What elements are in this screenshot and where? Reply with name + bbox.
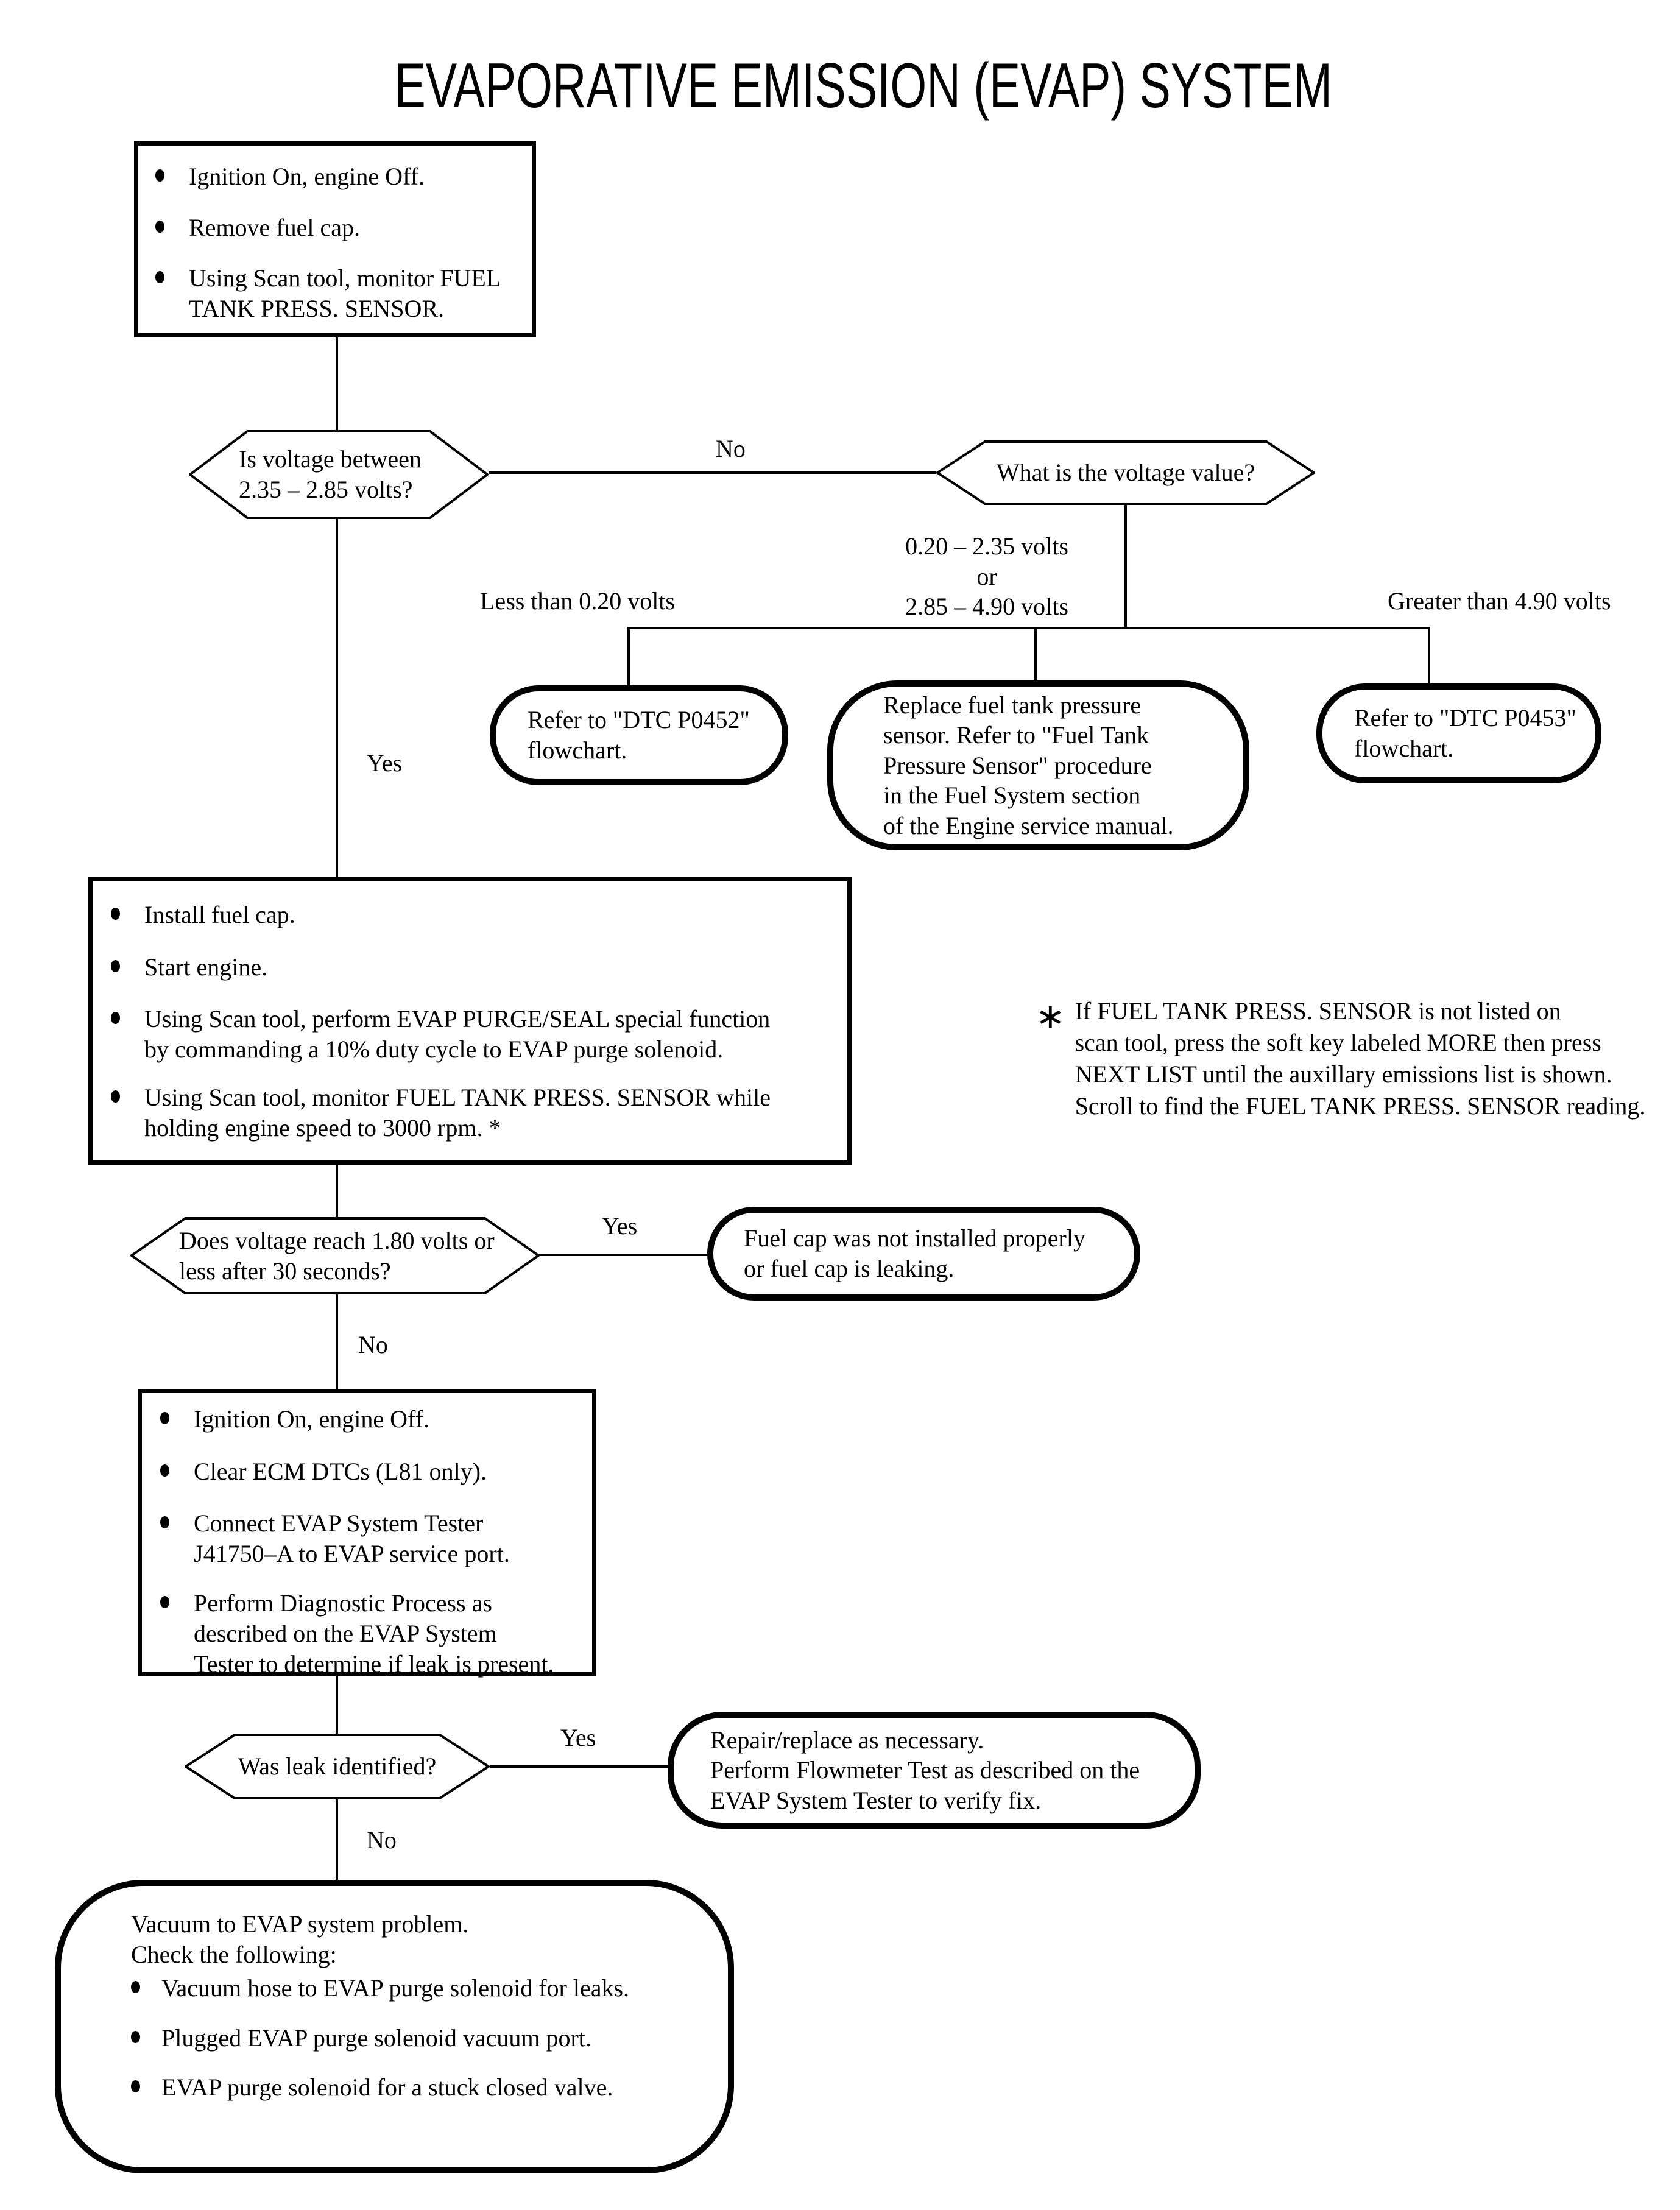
decision-voltage-range: Is voltage between 2.35 – 2.85 volts? [189, 430, 489, 519]
footnote-text: If FUEL TANK PRESS. SENSOR is not listed… [1075, 997, 1646, 1120]
bullet-item: Using Scan tool, monitor FUEL TANK PRESS… [155, 263, 523, 323]
bullet-item: Vacuum hose to EVAP purge solenoid for l… [131, 1973, 716, 2003]
connector-step1-to-voltage-range [336, 337, 338, 430]
terminal-fuel-cap-leak: Fuel cap was not installed properly or f… [707, 1207, 1140, 1301]
terminal-vacuum-problem: Vacuum to EVAP system problem. Check the… [55, 1880, 734, 2173]
step-text: Ignition On, engine Off. [189, 163, 425, 190]
bullet-icon [111, 1090, 120, 1103]
decision-label: Does voltage reach 1.80 volts or less af… [179, 1226, 495, 1285]
edge-label-no-2: No [358, 1331, 388, 1358]
bullet-item: Perform Diagnostic Process as described … [160, 1588, 586, 1679]
process-box-purge-seal-test: Install fuel cap. Start engine. Using Sc… [88, 877, 852, 1165]
hexagon-shape [185, 1734, 490, 1799]
decision-voltage-reach: Does voltage reach 1.80 volts or less af… [130, 1217, 540, 1294]
connector-no-to-voltage-value [489, 471, 936, 474]
decision-label: Was leak identified? [238, 1753, 437, 1781]
decision-leak-identified: Was leak identified? [185, 1734, 490, 1799]
bullet-item: Start engine. [111, 952, 841, 983]
step-text: Connect EVAP System Tester J41750–A to E… [194, 1509, 510, 1567]
hexagon-shape [936, 440, 1315, 505]
bullet-item: Using Scan tool, perform EVAP PURGE/SEAL… [111, 1004, 841, 1064]
step-text: Using Scan tool, monitor FUEL TANK PRESS… [144, 1084, 771, 1142]
bullet-item: Remove fuel cap. [155, 213, 523, 243]
bullet-item: EVAP purge solenoid for a stuck closed v… [131, 2072, 716, 2103]
connector-branch-greater-than [1428, 627, 1430, 685]
bullet-icon [155, 220, 164, 233]
bullet-icon [131, 2080, 140, 2093]
connector-branch-less-than [627, 627, 630, 687]
bullet-icon [160, 1516, 169, 1529]
bullet-icon [160, 1464, 169, 1477]
edge-label-no-1: No [716, 435, 746, 462]
step-text: Install fuel cap. [144, 901, 295, 928]
step-text: Using Scan tool, monitor FUEL TANK PRESS… [189, 264, 501, 322]
bullet-icon [160, 1596, 169, 1609]
edge-label-yes-2: Yes [602, 1212, 638, 1240]
connector-no-to-vacuum-problem [336, 1799, 338, 1880]
bullet-icon [131, 2030, 140, 2043]
step-text: Perform Diagnostic Process as described … [194, 1589, 554, 1678]
bullet-item: Using Scan tool, monitor FUEL TANK PRESS… [111, 1082, 841, 1143]
bullet-icon [160, 1412, 169, 1424]
bullet-item: Connect EVAP System Tester J41750–A to E… [160, 1508, 586, 1569]
bullet-icon [111, 908, 120, 920]
decision-voltage-value: What is the voltage value? [936, 440, 1315, 505]
process-box-evap-tester: Ignition On, engine Off. Clear ECM DTCs … [138, 1389, 596, 1679]
bullet-icon [111, 1012, 120, 1025]
bullet-icon [155, 169, 164, 182]
vacuum-problem-intro: Vacuum to EVAP system problem. Check the… [131, 1910, 469, 1968]
step-text: Ignition On, engine Off. [194, 1405, 429, 1433]
connector-voltage-value-down [1124, 505, 1127, 628]
connector-branch-mid-range [1034, 627, 1037, 682]
connector-no-to-step3 [336, 1294, 338, 1389]
bullet-item: Install fuel cap. [111, 900, 841, 930]
terminal-replace-sensor: Replace fuel tank pressure sensor. Refer… [827, 680, 1249, 850]
bullet-item: Plugged EVAP purge solenoid vacuum port. [131, 2023, 716, 2053]
footnote: ∗ If FUEL TANK PRESS. SENSOR is not list… [1036, 995, 1679, 1122]
bullet-item: Clear ECM DTCs (L81 only). [160, 1456, 586, 1487]
step-text: Using Scan tool, perform EVAP PURGE/SEAL… [144, 1005, 771, 1063]
terminal-dtc-p0452: Refer to "DTC P0452" flowchart. [490, 685, 788, 785]
check-item-text: Plugged EVAP purge solenoid vacuum port. [161, 2024, 591, 2052]
decision-label: What is the voltage value? [996, 459, 1255, 487]
step-text: Remove fuel cap. [189, 213, 360, 241]
connector-yes-to-step2 [336, 519, 338, 878]
edge-label-no-3: No [367, 1826, 397, 1854]
edge-label-greater-than-490: Greater than 4.90 volts [1388, 587, 1611, 615]
bullet-icon [155, 271, 164, 284]
step-text: Clear ECM DTCs (L81 only). [194, 1457, 487, 1485]
edge-label-mid-range: 0.20 – 2.35 volts or 2.85 – 4.90 volts [905, 532, 1068, 621]
page-title: EVAPORATIVE EMISSION (EVAP) SYSTEM [394, 51, 1332, 121]
bullet-item: Ignition On, engine Off. [155, 161, 523, 192]
terminal-dtc-p0453: Refer to "DTC P0453" flowchart. [1316, 683, 1601, 783]
bullet-icon [111, 959, 120, 972]
step-text: Start engine. [144, 953, 268, 981]
bullet-item: Ignition On, engine Off. [160, 1404, 586, 1435]
connector-yes-to-fuel-cap [538, 1254, 721, 1256]
connector-yes-to-repair [490, 1765, 668, 1768]
edge-label-yes-3: Yes [560, 1724, 596, 1751]
edge-label-yes-1: Yes [367, 749, 403, 777]
decision-label: Is voltage between 2.35 – 2.85 volts? [239, 445, 422, 503]
terminal-repair-replace: Repair/replace as necessary. Perform Flo… [668, 1712, 1201, 1829]
bullet-icon [131, 1981, 140, 1994]
process-box-initial-setup: Ignition On, engine Off. Remove fuel cap… [134, 141, 536, 337]
check-item-text: Vacuum hose to EVAP purge solenoid for l… [161, 1974, 630, 2002]
connector-step3-to-leak-identified [336, 1676, 338, 1734]
connector-step2-to-voltage-reach [336, 1165, 338, 1218]
connector-voltage-branches [627, 627, 1430, 629]
asterisk-icon: ∗ [1036, 997, 1065, 1036]
check-item-text: EVAP purge solenoid for a stuck closed v… [161, 2074, 613, 2102]
hexagon-shape [189, 430, 489, 519]
edge-label-less-than-020: Less than 0.20 volts [480, 587, 675, 615]
